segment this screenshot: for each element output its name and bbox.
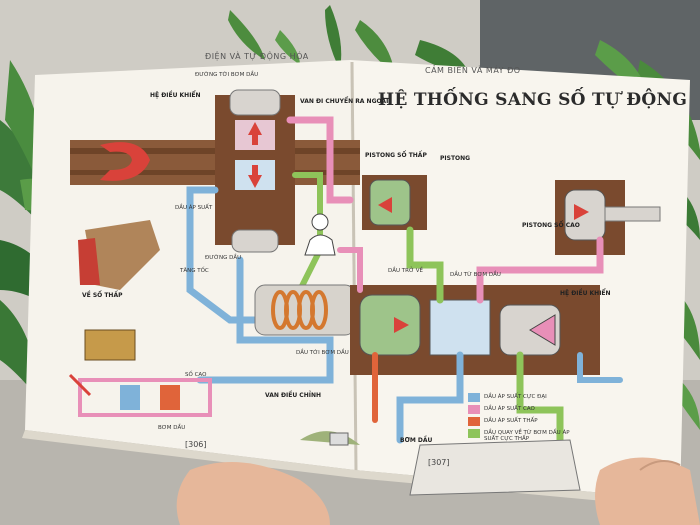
label-pedal-oil: ĐƯỜNG DẦU: [205, 255, 242, 261]
label-pump-left: BƠM DẦU: [158, 425, 186, 431]
right-page-number: [307]: [428, 458, 450, 467]
legend-label-high: DẦU ÁP SUẤT CAO: [484, 406, 535, 412]
label-low-gear: VỀ SỐ THẤP: [82, 292, 123, 299]
arrow-left-icon-top: [574, 204, 589, 220]
spine: [350, 61, 358, 471]
legend-label-return: DẦU QUAY VỀ TỪ BƠM DẦU ÁP SUẤT CỰC THẤP: [484, 430, 570, 442]
arrow-down-icon: [248, 165, 262, 188]
legend-label-low: DẦU ÁP SUẤT THẤP: [484, 418, 538, 424]
label-low-gear-piston: PISTONG SỐ THẤP: [365, 152, 427, 159]
page-edge-left: [22, 430, 355, 478]
left-page-header: ĐIỆN VÀ TỰ ĐỘNG HÓA: [205, 52, 309, 61]
arrow-right-icon: [378, 197, 392, 213]
hand-right: [595, 457, 700, 525]
spring: [271, 290, 328, 330]
right-page-title: HỆ THỐNG SANG SỐ TỰ ĐỘNG: [378, 90, 688, 110]
arrow-up-icon: [248, 122, 262, 145]
label-oil-line: DẦU ÁP SUẤT: [175, 205, 213, 211]
right-page-header: CẢM BIẾN VÀ MÁY ĐO: [425, 66, 521, 75]
label-piston: PISTONG: [440, 155, 471, 162]
label-pump-tube: ĐƯỜNG TỚI BƠM DẦU: [195, 72, 259, 78]
label-control-right: HỆ ĐIỀU KHIỂN: [560, 290, 611, 297]
plant-top: [228, 5, 470, 75]
oil-pipes-left: [186, 116, 354, 384]
red-clamp: [100, 142, 150, 181]
boot: [85, 220, 160, 290]
label-oil-to: DẦU TỪ BƠM DẦU: [450, 272, 501, 278]
label-speed: TĂNG TỐC: [180, 268, 209, 274]
left-page-number: [306]: [185, 440, 207, 449]
right-page: [350, 60, 690, 500]
label-pump-right: BƠM DẦU: [400, 437, 433, 444]
label-oil-return: DẦU TRỞ VỀ: [388, 268, 423, 274]
label-high-gear-piston: PISTONG SỐ CAO: [522, 222, 580, 229]
cartoon-figure: [304, 213, 336, 256]
legend-swatches: [468, 393, 480, 438]
legend-label-max: DẦU ÁP SUẤT CỰC ĐẠI: [484, 394, 547, 400]
label-control-handle: HỆ ĐIỀU KHIỂN: [150, 92, 201, 99]
oil-pipes-right: [337, 226, 623, 454]
label-control-valve: VAN ĐIỀU CHỈNH: [265, 392, 322, 399]
label-high-gear: SỐ CAO: [185, 372, 207, 378]
label-oil-to-pump: DẦU TỚI BƠM DẦU: [296, 350, 349, 356]
label-outer-chamber: VAN ĐI CHUYỂN RA NGOÀI: [300, 98, 389, 105]
arrow-left-icon-pink: [529, 314, 556, 346]
small-valve-diagram: [68, 329, 212, 417]
oil-pan: [409, 439, 581, 496]
arrow-left-icon-red: [394, 317, 409, 333]
hand-left: [176, 462, 330, 525]
